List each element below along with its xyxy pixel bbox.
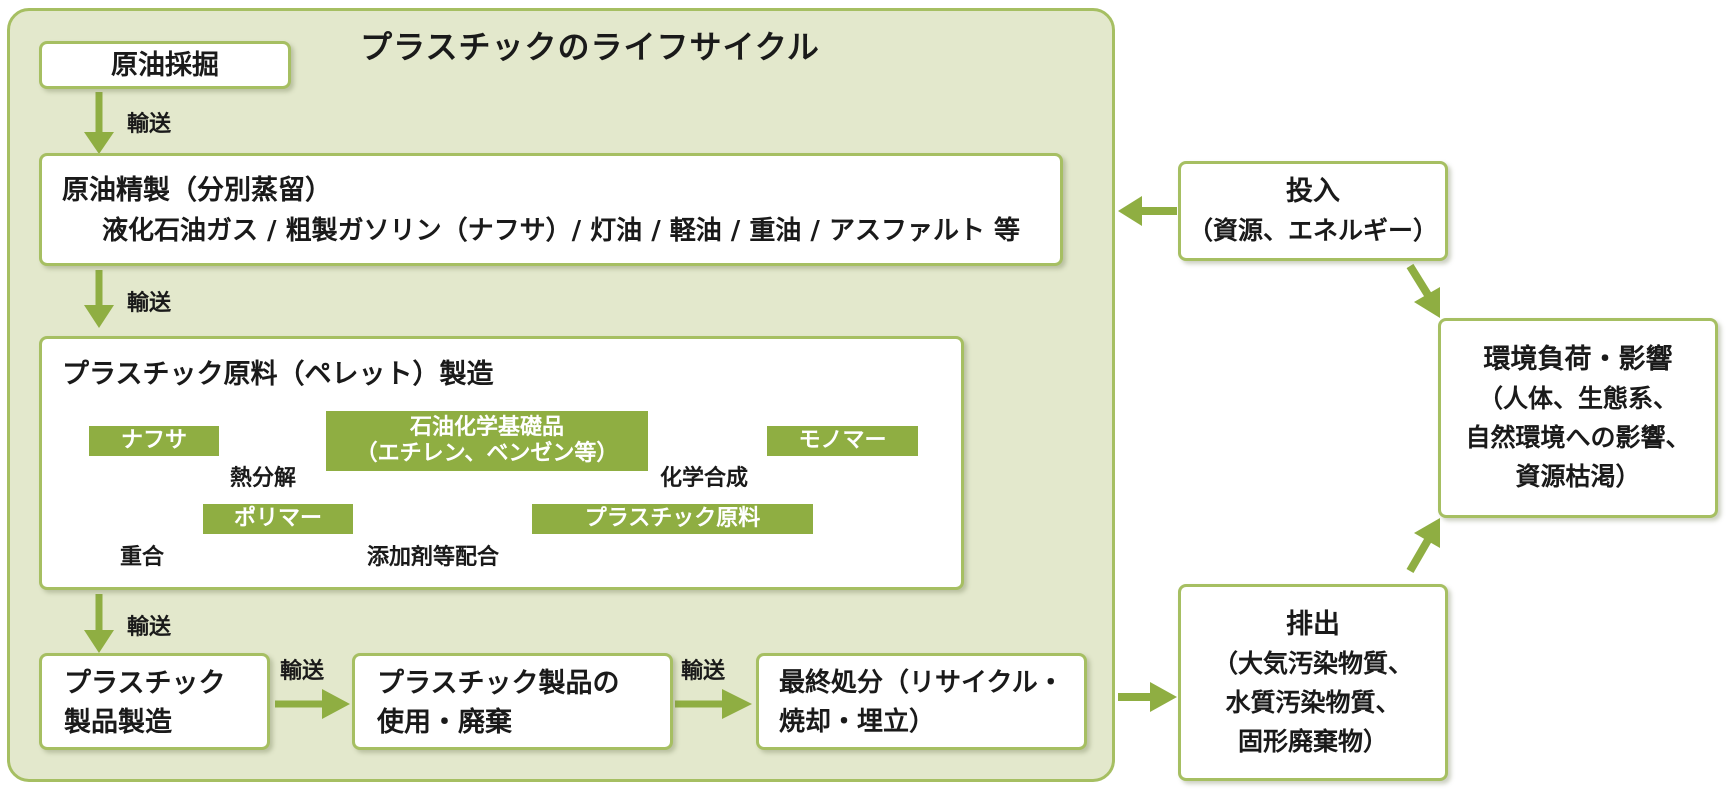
- arrowhead-panel-to-emission: [1150, 682, 1177, 712]
- arrowhead-input-to-impact: [1414, 287, 1440, 318]
- arrow-emission-to-impact: [1406, 537, 1432, 574]
- node-impact-line4: 資源枯渇）: [1515, 462, 1641, 491]
- node-impact-line1: 環境負荷・影響: [1483, 344, 1673, 375]
- node-refining-products: 液化石油ガス / 粗製ガソリン（ナフサ）/ 灯油 / 軽油 / 重油 / アスフ…: [102, 216, 1020, 246]
- process-petrochemicals-line2: （エチレン、ベンゼン等）: [355, 441, 619, 466]
- node-impact-line2: （人体、生態系、: [1477, 384, 1678, 413]
- diagram-title: プラスチックのライフサイクル: [360, 28, 820, 66]
- node-use-disposal-line1: プラスチック製品の: [377, 668, 620, 699]
- step-label-additive-blending: 添加剤等配合: [367, 545, 500, 570]
- node-refining: 原油精製（分別蒸留） 液化石油ガス / 粗製ガソリン（ナフサ）/ 灯油 / 軽油…: [39, 153, 1063, 266]
- node-crude-mining: 原油採掘: [39, 41, 291, 89]
- step-label-chemical-synthesis: 化学合成: [660, 466, 749, 491]
- node-pellet-title: プラスチック原料（ペレット）製造: [62, 359, 494, 390]
- node-use-disposal: プラスチック製品の 使用・廃棄: [352, 653, 673, 750]
- node-refining-title: 原油精製（分別蒸留）: [62, 175, 332, 206]
- arrowhead-input-to-panel: [1118, 196, 1142, 226]
- node-emission-line1: 排出: [1286, 608, 1340, 640]
- node-emission-line4: 固形廃棄物）: [1237, 726, 1388, 756]
- node-product-manufacturing-line1: プラスチック: [64, 668, 226, 699]
- node-use-disposal-line2: 使用・廃棄: [377, 707, 512, 738]
- process-polymer: ポリマー: [203, 504, 353, 534]
- process-petrochemicals: 石油化学基礎品 （エチレン、ベンゼン等）: [326, 411, 648, 471]
- node-emission-line2: （大気汚染物質、: [1212, 648, 1413, 678]
- arrow-input-to-impact: [1406, 263, 1432, 298]
- node-final-disposal-line1: 最終処分（リサイクル・: [779, 668, 1064, 698]
- node-product-manufacturing: プラスチック 製品製造: [39, 653, 270, 750]
- edge-label-transport-3: 輸送: [127, 615, 172, 640]
- process-petrochemicals-line1: 石油化学基礎品: [409, 415, 564, 440]
- process-naphtha: ナフサ: [89, 426, 219, 456]
- node-product-manufacturing-line2: 製品製造: [64, 707, 172, 738]
- step-label-thermal-cracking: 熱分解: [230, 466, 297, 491]
- node-final-disposal: 最終処分（リサイクル・ 焼却・埋立）: [756, 653, 1087, 750]
- node-input-line2: （資源、エネルギー）: [1187, 216, 1438, 245]
- node-crude-mining-label: 原油採掘: [111, 49, 219, 81]
- node-pellet: プラスチック原料（ペレット）製造: [39, 336, 964, 590]
- node-input-line1: 投入: [1286, 176, 1340, 207]
- edge-label-transport-1: 輸送: [127, 112, 172, 137]
- process-monomer: モノマー: [767, 426, 918, 456]
- process-raw-material: プラスチック原料: [532, 504, 813, 534]
- node-emission: 排出 （大気汚染物質、 水質汚染物質、 固形廃棄物）: [1178, 584, 1448, 781]
- edge-label-transport-2: 輸送: [127, 291, 172, 316]
- edge-label-transport-4: 輸送: [280, 659, 325, 684]
- step-label-polymerization: 重合: [120, 545, 165, 570]
- edge-label-transport-5: 輸送: [681, 659, 726, 684]
- node-input: 投入 （資源、エネルギー）: [1178, 161, 1448, 261]
- arrowhead-emission-to-impact: [1414, 518, 1440, 548]
- node-impact-line3: 自然環境への影響、: [1465, 423, 1691, 452]
- node-emission-line3: 水質汚染物質、: [1225, 687, 1401, 717]
- node-final-disposal-line2: 焼却・埋立）: [779, 707, 936, 737]
- node-impact: 環境負荷・影響 （人体、生態系、 自然環境への影響、 資源枯渇）: [1438, 318, 1718, 518]
